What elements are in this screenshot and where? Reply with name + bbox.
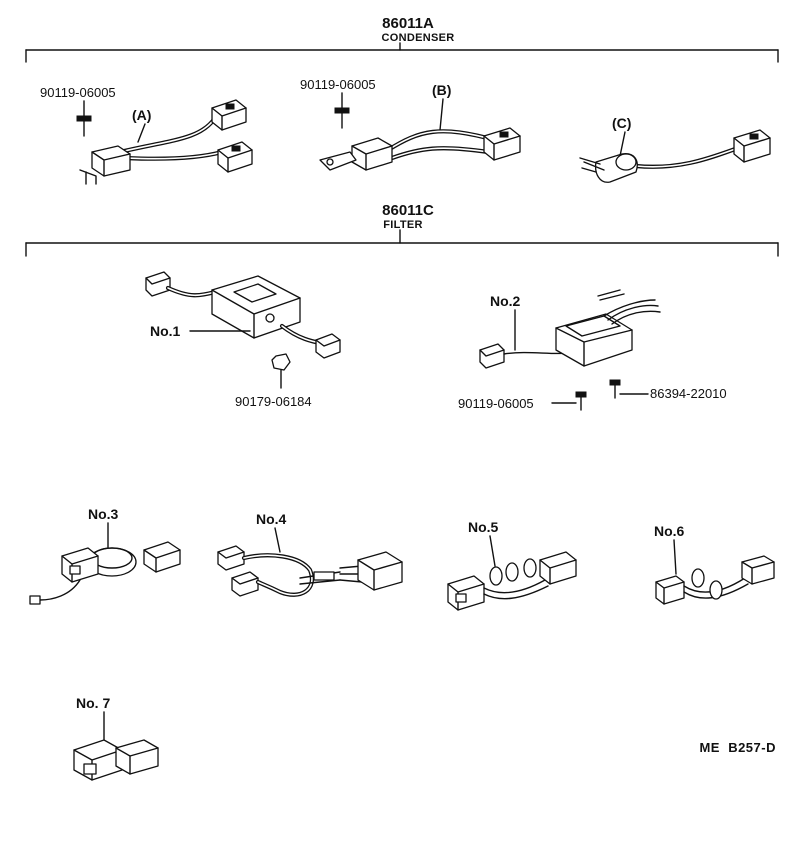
- condenser-b-body: [319, 137, 393, 171]
- condenser-a-body: [79, 145, 131, 185]
- connector-icon: [539, 551, 577, 585]
- connector-icon: [145, 271, 171, 297]
- condenser-a-bolt-part-number: 90119-06005: [40, 85, 116, 100]
- filter-part-number: 86011C: [382, 202, 434, 219]
- connector-icon: [231, 571, 259, 597]
- condenser-a-assembly: 90119-06005 (A): [40, 85, 253, 185]
- filter-no4-label: No.4: [256, 511, 287, 527]
- bolt-icon: [334, 107, 350, 129]
- nut-icon: [271, 353, 291, 389]
- connector-icon: [447, 575, 485, 611]
- connector-icon: [115, 739, 159, 775]
- capacitor-icon: [489, 558, 537, 586]
- filter-no7-assembly: No. 7: [73, 695, 159, 781]
- connector-icon: [211, 99, 247, 131]
- filter-no2-bolt-part-number: 90119-06005: [458, 396, 534, 411]
- condenser-a-label: (A): [132, 107, 151, 123]
- connector-icon: [655, 575, 685, 605]
- screw-icon: [609, 379, 621, 399]
- filter-label: FILTER: [383, 219, 422, 231]
- filter-no4-assembly: No.4: [217, 511, 403, 597]
- connector-icon: [217, 141, 253, 173]
- connector-icon: [483, 127, 521, 161]
- filter-no1-assembly: No.1 90179-06184: [145, 271, 341, 409]
- connector-icon: [217, 545, 245, 571]
- filter-no1-nut-part-number: 90179-06184: [235, 394, 312, 409]
- filter-no2-assembly: No.2 90119-06005 86394-22010: [458, 289, 727, 411]
- connector-icon: [741, 555, 775, 585]
- filter-no2-body: [555, 313, 633, 367]
- connector-icon: [143, 541, 181, 573]
- filter-no1-label: No.1: [150, 323, 181, 339]
- connector-icon: [479, 343, 505, 369]
- condenser-b-assembly: 90119-06005 (B): [300, 77, 521, 171]
- filter-no4-body: [357, 551, 403, 591]
- connector-icon: [315, 333, 341, 359]
- diagram-code: ME B257-D: [699, 740, 776, 755]
- filter-no1-body: [211, 275, 301, 339]
- filter-no5-assembly: No.5: [447, 519, 577, 611]
- connector-icon: [61, 547, 99, 583]
- filter-no2-label: No.2: [490, 293, 521, 309]
- bolt-icon: [575, 391, 587, 411]
- condenser-part-number: 86011A: [382, 15, 434, 32]
- filter-no5-label: No.5: [468, 519, 499, 535]
- filter-no2-screw-part-number: 86394-22010: [650, 386, 727, 401]
- connector-icon: [73, 739, 123, 781]
- filter-no7-label: No. 7: [76, 695, 110, 711]
- bolt-icon: [76, 115, 92, 137]
- filter-no6-assembly: No.6: [654, 523, 775, 605]
- filter-no3-assembly: No.3: [29, 506, 181, 605]
- filter-no3-label: No.3: [88, 506, 119, 522]
- filter-no6-label: No.6: [654, 523, 685, 539]
- capacitor-icon: [691, 568, 723, 600]
- condenser-bracket: [25, 42, 779, 63]
- condenser-c-assembly: (C): [579, 115, 771, 183]
- filter-bracket: [25, 229, 779, 257]
- condenser-c-label: (C): [612, 115, 631, 131]
- connector-icon: [733, 129, 771, 163]
- condenser-label: CONDENSER: [382, 32, 455, 44]
- condenser-c-body: [579, 153, 638, 183]
- condenser-b-bolt-part-number: 90119-06005: [300, 77, 376, 92]
- condenser-b-label: (B): [432, 82, 451, 98]
